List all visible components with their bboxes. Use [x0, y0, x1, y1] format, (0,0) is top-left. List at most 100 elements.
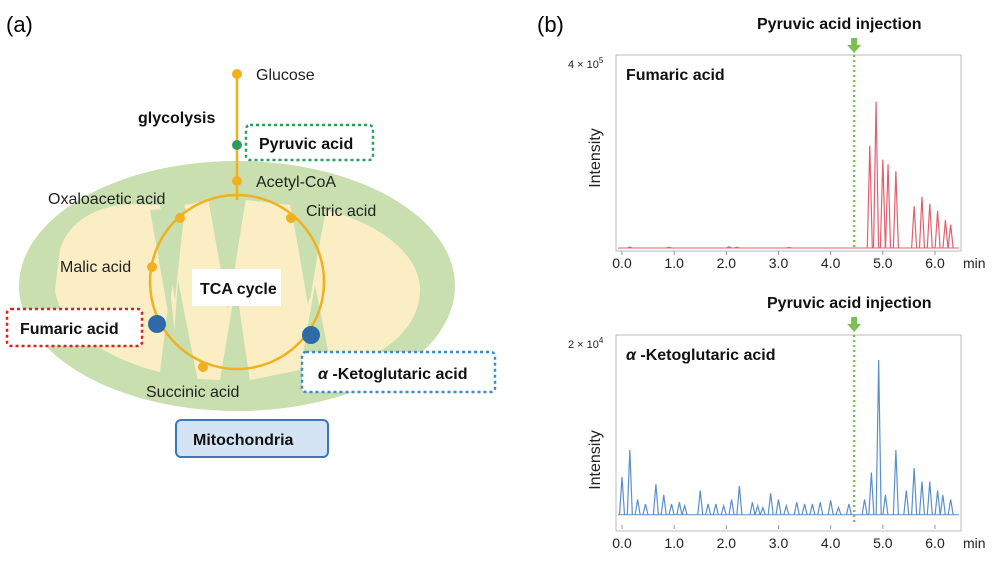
plot-frame	[615, 334, 962, 532]
tca-label-box	[192, 269, 281, 306]
chromatogram-peak	[726, 246, 732, 249]
tca-cycle-ring	[148, 193, 326, 371]
x-tick-label: 3.0	[769, 535, 789, 551]
x-tick-label: 5.0	[873, 535, 893, 551]
oxaloacetic-label: Oxaloacetic acid	[48, 191, 165, 208]
x-tick-label: 2.0	[717, 255, 737, 271]
acetyl-label: Acetyl-CoA	[256, 174, 336, 191]
y-axis-label: Intensity	[587, 430, 604, 490]
chromatogram-peak	[793, 502, 800, 515]
chromatogram-peak	[666, 246, 672, 249]
citric-label: Citric acid	[306, 203, 376, 220]
crista	[290, 200, 326, 305]
glucose-label: Glucose	[256, 67, 315, 84]
chromatogram-peak	[835, 505, 842, 515]
chromatogram-peak	[866, 145, 873, 249]
chart-marks	[618, 38, 959, 249]
chromatogram-peak	[668, 503, 675, 515]
malic-dot	[147, 262, 157, 272]
chromatogram-peak	[783, 503, 790, 515]
chromatogram-peak	[736, 485, 743, 515]
mitochondria-label: Mitochondria	[193, 432, 294, 449]
injection-arrow-icon	[847, 38, 862, 53]
chromatogram-peak	[809, 503, 816, 515]
x-axis-unit: min	[963, 255, 986, 271]
chromatogram-peak	[918, 196, 926, 249]
glycolysis-label: glycolysis	[138, 110, 215, 127]
chromatogram-peak	[879, 159, 886, 249]
chromatogram-peak	[926, 203, 933, 249]
chromatogram-peak	[627, 246, 633, 249]
injection-annotation: Pyruvic acid injection	[767, 295, 932, 312]
chromatogram-peak	[861, 499, 868, 515]
fumaric-box	[5, 307, 144, 348]
chromatogram-peak	[642, 503, 649, 515]
fumaric-label: Fumaric acid	[20, 321, 119, 338]
chromatogram-peak	[775, 499, 782, 515]
chromatogram-peak	[697, 490, 704, 515]
chromatogram-peak	[911, 467, 918, 515]
chromatogram-peak	[676, 502, 683, 515]
chromatogram-peak	[618, 476, 626, 515]
akg-chart: α -Ketoglutaric acid 2 × 104 Intensity m…	[568, 295, 986, 551]
x-tick-label: 0.0	[612, 535, 632, 551]
chromatogram-peak	[660, 494, 667, 515]
chromatogram-peak	[626, 449, 633, 515]
akg-box	[300, 350, 497, 394]
x-tick-label: 4.0	[821, 535, 841, 551]
akg-dot	[302, 326, 320, 344]
pyruvic-dot	[232, 140, 242, 150]
plot-frame	[615, 54, 962, 252]
chromatogram-peak	[749, 502, 756, 515]
chromatogram-peak	[681, 503, 688, 515]
x-tick-labels: 0.0 1.0 2.0 3.0 4.0 5.0 6.0	[612, 525, 945, 551]
x-tick-label: 3.0	[769, 255, 789, 271]
panel-a-label: (a)	[6, 12, 33, 37]
chromatogram-peak	[947, 499, 954, 515]
chromatogram-peak	[918, 481, 926, 515]
chromatogram-peak	[712, 503, 719, 515]
pyruvic-box	[244, 123, 375, 162]
x-tick-label: 0.0	[612, 255, 632, 271]
succinic-label: Succinic acid	[146, 384, 239, 401]
x-tick-label: 2.0	[717, 535, 737, 551]
chromatogram-peak	[817, 502, 824, 515]
akg-label: α -Ketoglutaric acid	[318, 366, 468, 383]
chromatogram-peak	[767, 493, 774, 515]
panel-b-label: (b)	[537, 12, 564, 37]
crista	[150, 208, 186, 312]
chromatogram-peak	[754, 503, 761, 515]
chromatogram-peak	[882, 494, 889, 515]
chromatogram-peak	[892, 449, 899, 515]
chart-marks	[618, 317, 959, 522]
injection-arrow-icon	[847, 317, 862, 332]
x-tick-label: 1.0	[664, 255, 684, 271]
x-tick-label: 1.0	[664, 535, 684, 551]
chart-title: α -Ketoglutaric acid	[626, 347, 776, 364]
chromatogram-peak	[926, 481, 933, 515]
chromatogram-peak	[652, 484, 660, 515]
chromatogram-peak	[911, 206, 918, 249]
chromatogram-peak	[868, 472, 875, 515]
chromatogram-peak	[827, 500, 834, 515]
x-tick-label: 4.0	[821, 255, 841, 271]
chromatogram-peak	[947, 224, 954, 249]
chromatogram-peak	[845, 503, 853, 515]
x-tick-label: 6.0	[925, 535, 945, 551]
chromatogram-peak	[728, 499, 735, 515]
succinic-dot	[198, 362, 208, 372]
crista	[170, 280, 200, 392]
chart-title: Fumaric acid	[626, 67, 725, 84]
chromatogram-peak	[934, 210, 941, 249]
fumaric-dot	[148, 315, 166, 333]
fumaric-chart: Fumaric acid 4 × 105 Intensity min Pyruv…	[568, 16, 986, 271]
x-tick-label: 5.0	[873, 255, 893, 271]
chromatogram-peak	[942, 220, 949, 249]
y-max-label: 2 × 104	[568, 336, 604, 351]
mitochondria-box	[175, 419, 329, 458]
chromatogram-peak	[939, 494, 946, 515]
chromatogram-peak	[634, 499, 641, 515]
pyruvic-label: Pyruvic acid	[259, 136, 353, 153]
malic-label: Malic acid	[60, 259, 131, 276]
